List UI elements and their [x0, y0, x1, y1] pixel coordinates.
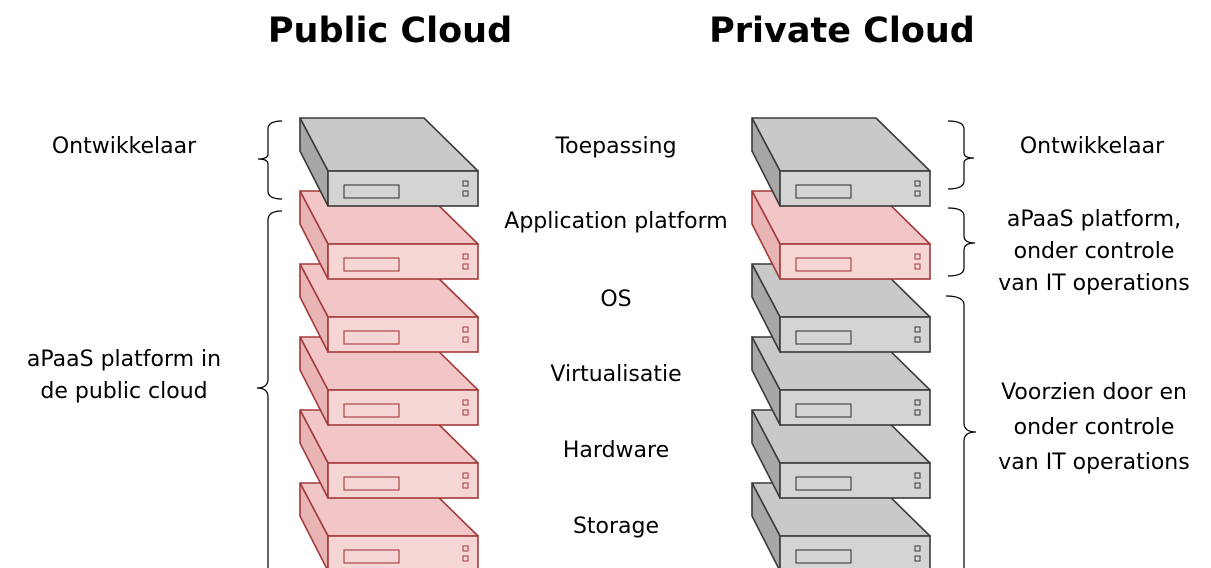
status-led-icon: [462, 263, 469, 270]
drive-bay-icon: [795, 549, 852, 564]
drive-bay-icon: [343, 184, 400, 199]
server-front-face: [779, 462, 931, 499]
private-infra-label-line-2: onder controle: [1014, 415, 1175, 440]
status-led-icon: [914, 555, 921, 562]
layer-label-application-platform: Application platform: [504, 209, 727, 234]
public-developer-label: Ontwikkelaar: [52, 134, 197, 159]
server-front-face: [779, 170, 931, 207]
layer-label-toepassing: Toepassing: [554, 134, 676, 159]
layer-label-storage: Storage: [573, 514, 659, 539]
private-infra-label-line-1: Voorzien door en: [1001, 380, 1187, 405]
status-led-icon: [914, 190, 921, 197]
server-front-face: [327, 462, 479, 499]
status-led-icon: [462, 399, 469, 406]
status-led-icon: [914, 253, 921, 260]
public-server-stack: [299, 117, 479, 568]
server-side-face: [299, 482, 329, 568]
server-top-face: [299, 117, 479, 172]
private-server-stack: [751, 117, 931, 568]
status-led-icon: [462, 253, 469, 260]
layer-label-hardware: Hardware: [563, 438, 669, 463]
private-platform-label-line-3: van IT operations: [998, 271, 1189, 296]
private-infra-label-line-3: van IT operations: [998, 450, 1189, 475]
public-server-1: [299, 117, 479, 207]
server-front-face: [779, 316, 931, 353]
public-developer-bracket: [257, 120, 283, 200]
server-front-face: [779, 243, 931, 280]
public-platform-label-line-2: de public cloud: [40, 379, 207, 404]
status-led-icon: [462, 555, 469, 562]
drive-bay-icon: [795, 257, 852, 272]
status-led-icon: [462, 482, 469, 489]
server-front-face: [327, 170, 479, 207]
server-front-face: [327, 316, 479, 353]
server-front-face: [779, 389, 931, 426]
private-developer-label: Ontwikkelaar: [1020, 134, 1165, 159]
server-top-face: [751, 117, 931, 172]
status-led-icon: [914, 472, 921, 479]
drive-bay-icon: [795, 476, 852, 491]
public-platform-bracket: [256, 210, 283, 568]
private-platform-label-line-1: aPaaS platform,: [1007, 207, 1181, 232]
status-led-icon: [914, 545, 921, 552]
private-cloud-title: Private Cloud: [709, 11, 975, 51]
drive-bay-icon: [795, 403, 852, 418]
status-led-icon: [462, 190, 469, 197]
private-platform-label-line-2: onder controle: [1014, 239, 1175, 264]
status-led-icon: [914, 336, 921, 343]
public-cloud-title: Public Cloud: [268, 11, 512, 51]
drive-bay-icon: [795, 330, 852, 345]
layer-label-virtualisatie: Virtualisatie: [550, 362, 681, 387]
status-led-icon: [914, 399, 921, 406]
status-led-icon: [462, 545, 469, 552]
drive-bay-icon: [343, 476, 400, 491]
brackets: [256, 120, 977, 568]
status-led-icon: [462, 336, 469, 343]
status-led-icon: [462, 409, 469, 416]
status-led-icon: [914, 180, 921, 187]
status-led-icon: [914, 409, 921, 416]
layer-label-os: OS: [600, 287, 631, 312]
public-platform-label-line-1: aPaaS platform in: [27, 347, 221, 372]
drive-bay-icon: [343, 257, 400, 272]
server-front-face: [327, 243, 479, 280]
server-front-face: [327, 389, 479, 426]
status-led-icon: [462, 472, 469, 479]
status-led-icon: [462, 180, 469, 187]
status-led-icon: [914, 326, 921, 333]
private-infra-bracket: [945, 295, 977, 568]
status-led-icon: [462, 326, 469, 333]
status-led-icon: [914, 482, 921, 489]
private-server-1: [751, 117, 931, 207]
drive-bay-icon: [343, 403, 400, 418]
layer-labels: Toepassing Application platform OS Virtu…: [504, 134, 727, 539]
private-platform-bracket: [947, 207, 976, 277]
private-developer-bracket: [947, 120, 975, 190]
drive-bay-icon: [343, 330, 400, 345]
drive-bay-icon: [343, 549, 400, 564]
server-side-face: [751, 482, 781, 568]
public-annotations: Ontwikkelaar aPaaS platform in de public…: [27, 134, 221, 404]
status-led-icon: [914, 263, 921, 270]
drive-bay-icon: [795, 184, 852, 199]
private-annotations: Ontwikkelaar aPaaS platform, onder contr…: [998, 134, 1189, 475]
